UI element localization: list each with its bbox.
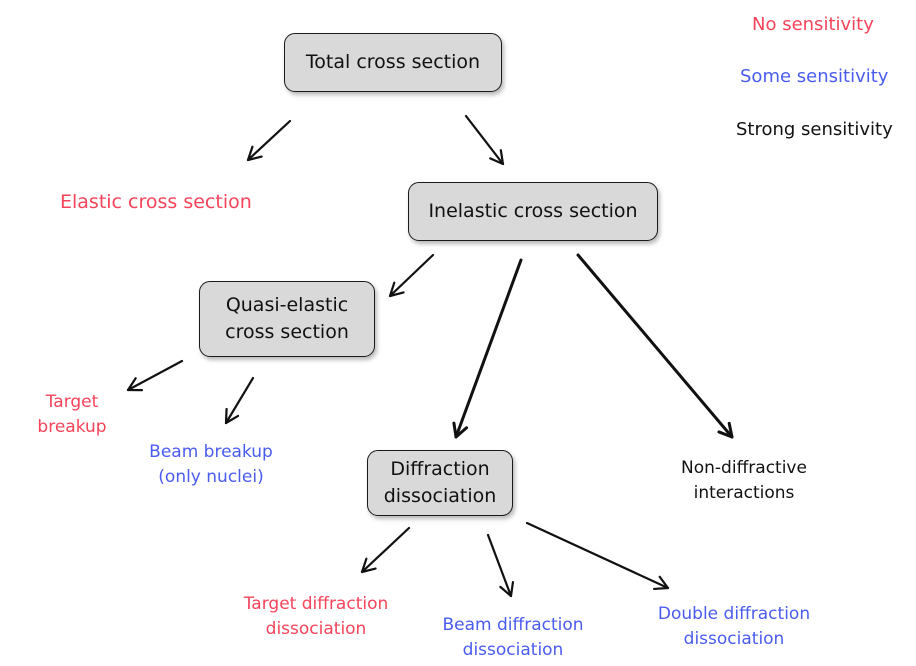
arrow-head — [360, 557, 377, 574]
arrow-head — [652, 575, 670, 591]
label-target-breakup: Target breakup — [36, 390, 108, 440]
arrow-quasi-elastic-to-beam-breakup — [224, 376, 255, 425]
label-line: interactions — [693, 483, 795, 503]
arrow-shaft — [464, 114, 505, 166]
arrow-shaft — [360, 526, 411, 574]
label-line: (only nuclei) — [158, 467, 264, 487]
label-beam-diffraction-dissociation: Beam diffraction dissociation — [436, 613, 590, 663]
arrow-shaft — [576, 253, 734, 439]
legend-strong-sensitivity: Strong sensitivity — [736, 119, 893, 140]
label-non-diffractive-interactions: Non-diffractive interactions — [668, 456, 820, 506]
label-line: dissociation — [462, 640, 564, 660]
arrow-total-to-inelastic — [464, 114, 505, 166]
node-line: Diffraction — [390, 458, 490, 480]
label-line: dissociation — [265, 619, 367, 639]
arrow-shaft — [126, 359, 184, 392]
node-quasi-elastic-cross-section: Quasi-elastic cross section — [199, 281, 375, 357]
node-inelastic-cross-section: Inelastic cross section — [408, 182, 658, 241]
arrow-quasi-elastic-to-target-breakup — [126, 359, 184, 392]
arrow-head — [224, 407, 240, 425]
arrow-shaft — [525, 521, 670, 590]
arrow-diffraction-to-double-diffraction — [525, 521, 670, 591]
legend-some-sensitivity: Some sensitivity — [740, 66, 889, 87]
arrow-inelastic-to-non-diffractive — [576, 253, 734, 439]
arrow-head — [126, 377, 144, 392]
label-line: Elastic cross section — [60, 191, 252, 213]
arrow-head — [246, 145, 263, 162]
node-line: cross section — [225, 321, 349, 343]
node-line: Total cross section — [305, 51, 481, 73]
label-beam-breakup: Beam breakup (only nuclei) — [141, 440, 281, 490]
label-double-diffraction-dissociation: Double diffraction dissociation — [648, 602, 820, 652]
label-line: Target diffraction — [243, 594, 389, 614]
label-target-diffraction-dissociation: Target diffraction dissociation — [236, 592, 396, 642]
arrow-shaft — [486, 533, 513, 598]
arrow-head — [452, 421, 469, 439]
arrow-inelastic-to-diffraction — [452, 258, 523, 439]
label-line: Beam diffraction — [442, 615, 584, 635]
node-diffraction-dissociation: Diffraction dissociation — [367, 450, 513, 516]
arrow-diffraction-to-beam-diffraction — [486, 533, 515, 598]
arrow-total-to-elastic — [246, 119, 292, 162]
arrow-inelastic-to-quasi-elastic — [388, 253, 435, 298]
arrow-shaft — [388, 253, 435, 298]
arrow-shaft — [454, 258, 523, 439]
label-line: Beam breakup — [149, 442, 273, 462]
arrow-head — [388, 281, 405, 298]
node-line: dissociation — [383, 485, 497, 507]
label-line: Target — [45, 392, 99, 412]
label-line: Double diffraction — [657, 604, 811, 624]
node-line: Inelastic cross section — [428, 200, 638, 222]
arrow-shaft — [224, 376, 255, 425]
label-elastic-cross-section: Elastic cross section — [60, 190, 252, 215]
arrow-diffraction-to-target-diffraction — [360, 526, 411, 574]
arrow-head — [717, 421, 734, 439]
arrow-shaft — [246, 119, 292, 162]
label-line: breakup — [37, 417, 107, 437]
legend-no-sensitivity: No sensitivity — [752, 14, 874, 35]
label-line: dissociation — [683, 629, 785, 649]
node-line: Quasi-elastic — [225, 294, 349, 316]
label-line: Non-diffractive — [681, 458, 807, 478]
arrow-head — [489, 149, 505, 166]
node-total-cross-section: Total cross section — [284, 33, 502, 92]
arrow-head — [499, 581, 515, 598]
